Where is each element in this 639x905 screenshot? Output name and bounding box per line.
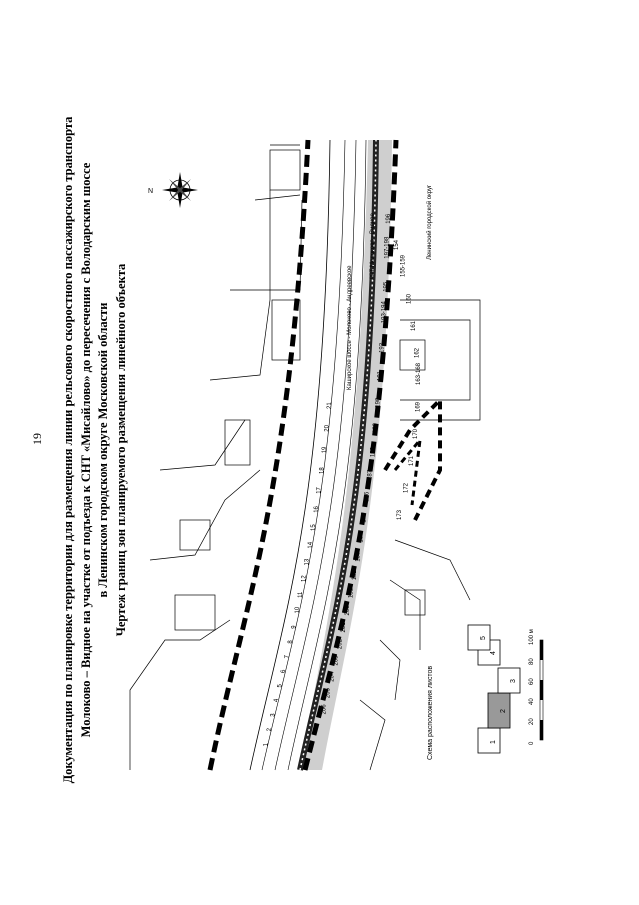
point-label: 201 — [341, 622, 347, 633]
point-label: 169 — [415, 401, 421, 412]
district-label: Ленинский городской округ — [426, 184, 433, 260]
point-label: 11 — [298, 591, 304, 598]
scale-tick-label: 0 — [529, 741, 535, 745]
road-label: Каширское шоссе - Молоково - Андреевское — [347, 265, 353, 390]
point-label: 205 — [326, 687, 332, 698]
sheet-scheme-title: Схема расположения листов — [427, 666, 434, 760]
compass-rose-icon: N — [148, 172, 198, 208]
sheet-2-label: 2 — [500, 709, 507, 713]
point-label: 184 — [359, 532, 365, 543]
sheet-5 — [467, 624, 491, 651]
sheet-3 — [497, 667, 521, 694]
point-label: 19 — [322, 446, 328, 453]
point-label: 181 — [348, 587, 354, 598]
zone-boundary-branch — [383, 395, 442, 521]
point-label: 1 — [263, 742, 269, 746]
scale-tick-label: 100 м — [529, 629, 535, 645]
point-label: 18 — [319, 467, 325, 474]
point-label: 17 — [317, 486, 323, 493]
point-label: 12 — [302, 575, 308, 582]
point-label: 14 — [308, 541, 314, 548]
zone-boundary-branch-inner — [393, 435, 423, 506]
point-label: 160 — [406, 293, 412, 304]
rail-label: ЛРТ Молоково - Видное — [370, 212, 376, 280]
land-plots — [129, 144, 303, 770]
point-label: 191 — [378, 370, 384, 381]
point-label: 172 — [403, 482, 409, 493]
point-label: 155-159 — [401, 254, 407, 277]
point-label: 8 — [288, 640, 294, 644]
point-label: 7 — [285, 654, 291, 658]
point-label: 206 — [322, 704, 328, 715]
rail-ties — [299, 139, 377, 771]
point-label: 163-168 — [416, 362, 422, 385]
point-label: 182 — [352, 570, 358, 581]
point-label: 20 — [324, 424, 330, 431]
corridor-fill — [300, 140, 392, 770]
point-label: 173 — [397, 509, 403, 520]
point-label: 189 — [373, 422, 379, 433]
point-label: 204 — [330, 671, 336, 682]
point-label: 190 — [375, 397, 381, 408]
map-area: Каширское шоссе - Молоково - Андреевское… — [129, 139, 481, 771]
point-label: 9 — [292, 625, 298, 629]
point-label: 16 — [314, 505, 320, 512]
sheet-1-label: 1 — [490, 740, 497, 744]
point-label: 21 — [327, 402, 333, 409]
road-edge — [274, 139, 357, 771]
sheet-4-label: 4 — [490, 651, 497, 655]
point-label: 3 — [271, 713, 277, 717]
point-label: 10 — [295, 606, 301, 613]
point-label: 162 — [415, 347, 421, 358]
point-label: 185 — [362, 512, 368, 523]
scale-tick-label: 60 — [529, 678, 535, 685]
land-plots-right — [359, 299, 481, 771]
point-label: 183 — [355, 551, 361, 562]
point-label: 186 — [365, 491, 371, 502]
sheet-3-label: 3 — [510, 679, 517, 683]
scale-bar: 0 20 40 60 80 100 м — [529, 629, 544, 745]
road-edge — [287, 139, 367, 771]
zone-boundary-right — [302, 139, 399, 771]
point-label: 193-194 — [382, 301, 388, 324]
point-labels-lower: 196 197-198 195 193-194 192 191 190 189 188 187 18… — [322, 213, 393, 714]
point-label: 192 — [380, 342, 386, 353]
point-label: 161 — [411, 320, 417, 331]
sheet-scheme: Схема расположения листов 1 2 3 4 5 — [427, 624, 521, 760]
road-edge — [249, 139, 331, 771]
point-label: 170 — [413, 428, 419, 439]
point-label: 203 — [334, 655, 340, 666]
point-label: 197-198 — [385, 236, 391, 259]
scale-tick-label: 40 — [529, 698, 535, 705]
point-label: 6 — [281, 669, 287, 673]
scale-tick-label: 20 — [529, 718, 535, 725]
point-label: 13 — [305, 558, 311, 565]
point-label: 2 — [267, 727, 273, 731]
point-label: 196 — [386, 213, 392, 224]
sheet-5-label: 5 — [480, 636, 487, 640]
scale-tick-label: 80 — [529, 658, 535, 665]
road-edge — [261, 139, 346, 771]
point-label: 154 — [394, 239, 400, 250]
point-label: 200 — [345, 605, 351, 616]
point-label: 195 — [383, 281, 389, 292]
point-label: 4 — [274, 698, 280, 702]
point-label: 188 — [370, 446, 376, 457]
point-label: 187 — [368, 469, 374, 480]
point-label: 5 — [278, 684, 284, 688]
point-label: 202 — [337, 638, 343, 649]
compass-n-label: N — [148, 188, 153, 195]
point-label: 171 — [409, 455, 415, 466]
point-label: 15 — [311, 524, 317, 531]
